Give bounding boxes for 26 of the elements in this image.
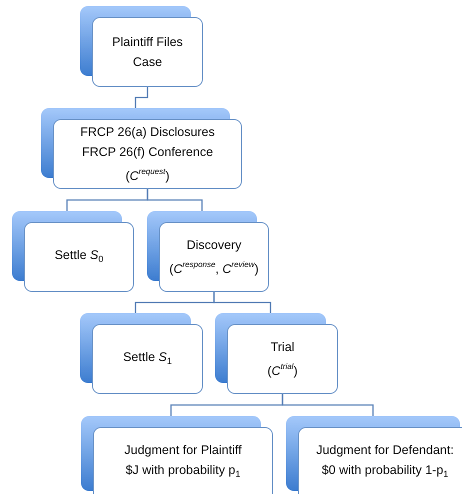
box-text: Plaintiff Files Case: [111, 34, 184, 71]
box-text: FRCP 26(a) Disclosures: [80, 124, 215, 141]
connector-line: [213, 292, 272, 313]
process-box: [215, 313, 338, 394]
process-box: [81, 416, 273, 494]
process-box: [41, 108, 242, 189]
box-text: Settle S$_{1}$: [123, 349, 172, 368]
connector-line: [134, 87, 148, 108]
box-text: FRCP 26(f) Conference: [82, 144, 214, 161]
connector-line: [282, 394, 374, 416]
box-text: (C$^{request}$): [125, 166, 170, 185]
connector-line: [146, 189, 203, 211]
box-text: Judgment for Plaintiff: [124, 442, 242, 459]
process-box: [12, 211, 134, 292]
box-text: Discovery: [186, 237, 242, 254]
box-text: (C$^{response}$, C$^{review}$): [169, 259, 259, 278]
process-box: [286, 416, 462, 494]
box-text: Trial: [270, 339, 294, 356]
box-text: $0 with probability 1-p$_{1}$: [322, 462, 448, 480]
box-text: Judgment for Defendant:: [316, 442, 454, 459]
process-box: [147, 211, 269, 292]
box-text: Settle S$_{0}$: [54, 247, 104, 266]
process-box: [80, 6, 203, 87]
box-text: $J with probability p$_{1}$: [126, 462, 240, 480]
box-text: (C$^{trial}$): [267, 361, 298, 380]
process-box: [80, 313, 203, 394]
